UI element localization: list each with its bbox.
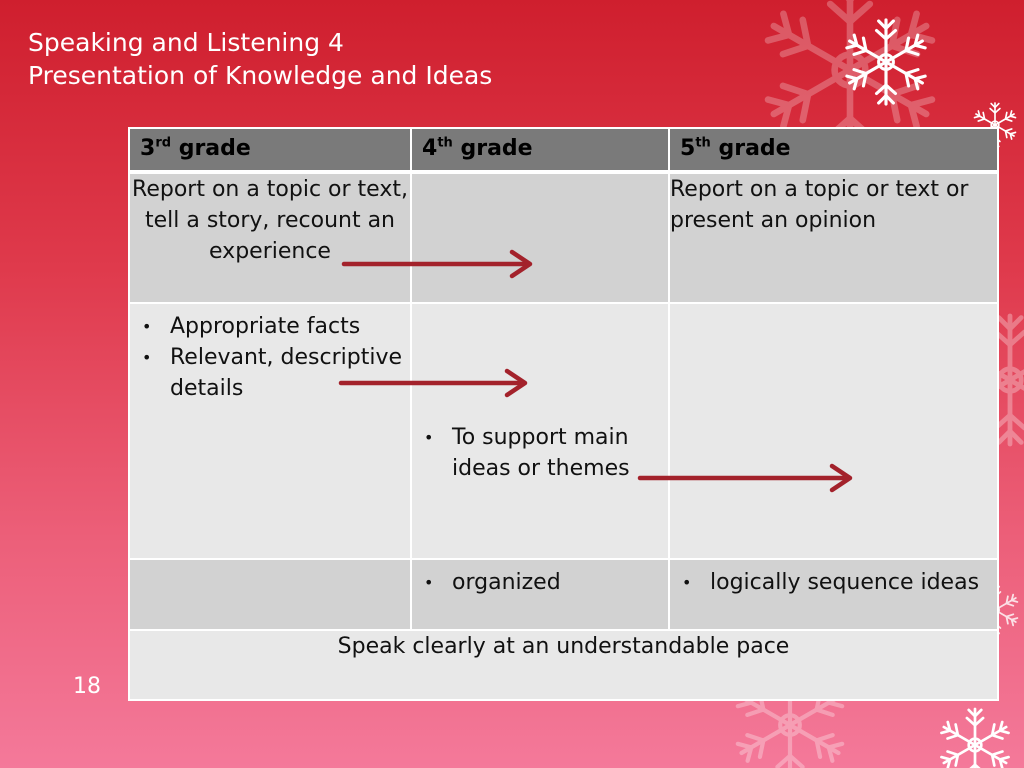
title-line-2: Presentation of Knowledge and Ideas xyxy=(28,61,493,90)
bullet-list: To support main ideas or themes xyxy=(412,415,668,484)
header-grade-4: 4th grade xyxy=(410,127,670,174)
cell-grade5-details xyxy=(668,302,999,560)
cell-grade5-organization: logically sequence ideas xyxy=(668,558,999,631)
title-line-1: Speaking and Listening 4 xyxy=(28,28,344,57)
bullet-list: logically sequence ideas xyxy=(670,560,997,598)
header-grade-3: 3rd grade xyxy=(128,127,412,174)
list-item: organized xyxy=(422,567,660,598)
snowflake-icon xyxy=(940,709,1010,768)
table-row: Speak clearly at an understandable pace xyxy=(128,629,999,701)
cell-grade4-details: To support main ideas or themes xyxy=(410,302,670,560)
cell-grade5-report: Report on a topic or text or present an … xyxy=(668,171,999,304)
grade-comparison-table: 3rd grade 4th grade 5th grade Report on … xyxy=(128,127,999,701)
footer-cell: Speak clearly at an understandable pace xyxy=(128,629,999,701)
list-item: Appropriate facts xyxy=(140,311,402,342)
cell-grade4-report xyxy=(410,171,670,304)
header-grade-5: 5th grade xyxy=(668,127,999,174)
table-row: organized logically sequence ideas xyxy=(128,558,999,631)
list-item: Relevant, descriptive details xyxy=(140,342,402,404)
page-number: 18 xyxy=(73,674,101,699)
cell-grade3-report: Report on a topic or text, tell a story,… xyxy=(128,171,412,304)
list-item: logically sequence ideas xyxy=(680,567,989,598)
slide-title: Speaking and Listening 4 Presentation of… xyxy=(28,26,492,92)
table-row: Report on a topic or text, tell a story,… xyxy=(128,171,999,304)
cell-grade3-organization xyxy=(128,558,412,631)
list-item: To support main ideas or themes xyxy=(422,422,660,484)
bullet-list: organized xyxy=(412,560,668,598)
cell-grade3-details: Appropriate facts Relevant, descriptive … xyxy=(128,302,412,560)
table-row: Appropriate facts Relevant, descriptive … xyxy=(128,302,999,560)
bullet-list: Appropriate facts Relevant, descriptive … xyxy=(130,304,410,404)
cell-grade4-organization: organized xyxy=(410,558,670,631)
snowflake-icon xyxy=(845,20,927,104)
table-header-row: 3rd grade 4th grade 5th grade xyxy=(128,127,999,174)
